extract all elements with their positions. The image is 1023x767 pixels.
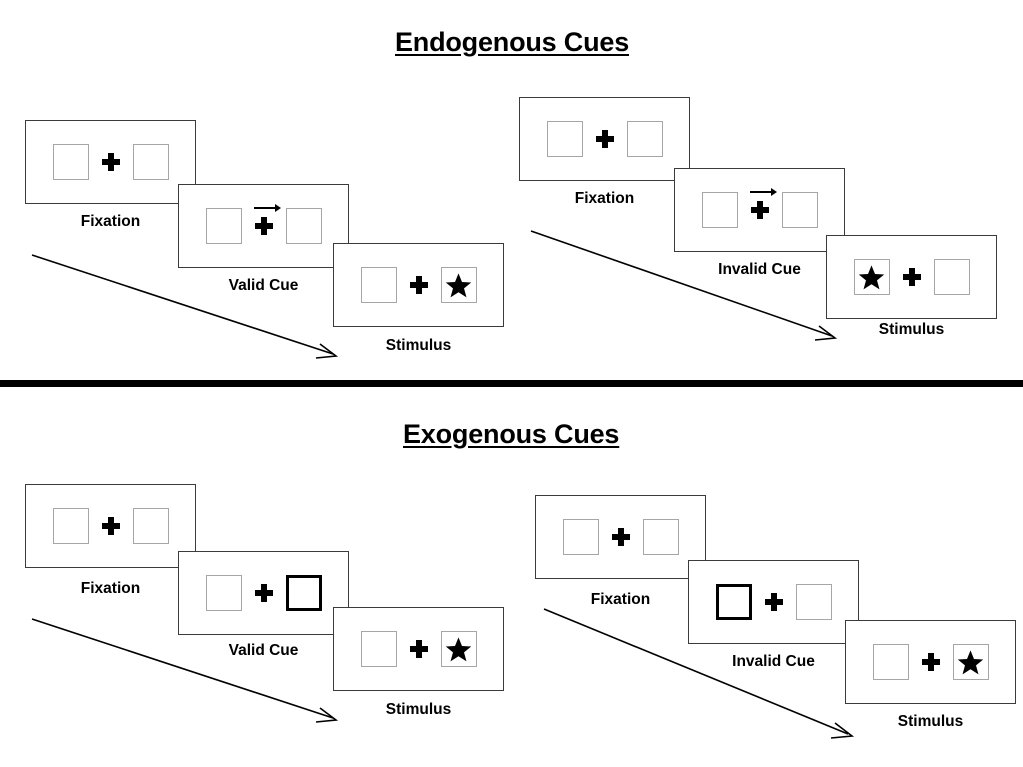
trial-frame-endogenous-valid-stimulus	[333, 243, 504, 327]
caption-endogenous-valid-stimulus: Stimulus	[385, 337, 452, 354]
right-placeholder-box	[781, 192, 818, 228]
fixation-cross-wrap	[611, 528, 630, 546]
flow-arrow-endogenous-invalid	[530, 230, 838, 341]
fixation-cross-wrap	[101, 517, 120, 535]
section-title-endogenous: Endogenous Cues	[395, 27, 630, 57]
caption-endogenous-invalid-cue: Invalid Cue	[718, 261, 801, 278]
trial-frame-endogenous-invalid-fixation	[519, 97, 690, 181]
left-cued-box	[715, 584, 752, 620]
fixation-cross-wrap	[921, 653, 940, 671]
fixation-cross-icon	[101, 517, 120, 535]
fixation-cross-wrap	[409, 640, 428, 658]
left-placeholder-box	[360, 631, 397, 667]
fixation-cross-wrap	[749, 188, 777, 219]
frame-contents	[334, 608, 503, 690]
flow-arrow-endogenous-valid	[31, 254, 339, 359]
right-placeholder-box	[795, 584, 832, 620]
fixation-cross-icon	[921, 653, 940, 671]
fixation-cross-icon	[611, 528, 630, 546]
right-target-box	[440, 267, 477, 303]
star-icon	[445, 272, 472, 297]
trial-frame-endogenous-invalid-stimulus	[826, 235, 997, 319]
caption-exogenous-valid-cue: Valid Cue	[228, 642, 299, 659]
fixation-cross-wrap	[101, 153, 120, 171]
arrow-right-cue-icon	[253, 204, 281, 212]
right-placeholder-box	[642, 519, 679, 555]
fixation-cross-icon	[254, 217, 273, 235]
fixation-cross-icon	[101, 153, 120, 171]
left-placeholder-box	[701, 192, 738, 228]
trial-frame-endogenous-valid-cue	[178, 184, 349, 268]
section-divider	[0, 380, 1023, 387]
frame-contents	[827, 236, 996, 318]
fixation-cross-icon	[902, 268, 921, 286]
left-placeholder-box	[205, 208, 242, 244]
frame-contents	[536, 496, 705, 578]
frame-contents	[689, 561, 858, 643]
right-cued-box	[285, 575, 322, 611]
star-icon	[858, 264, 885, 289]
right-target-box	[952, 644, 989, 680]
left-placeholder-box	[52, 508, 89, 544]
flow-arrow-exogenous-invalid	[543, 608, 855, 739]
right-target-box	[440, 631, 477, 667]
left-placeholder-box	[546, 121, 583, 157]
fixation-cross-icon	[409, 276, 428, 294]
arrow-right-cue-icon	[749, 188, 777, 196]
trial-frame-exogenous-invalid-fixation	[535, 495, 706, 579]
frame-contents	[675, 169, 844, 251]
trial-frame-exogenous-valid-cue	[178, 551, 349, 635]
right-placeholder-box	[132, 508, 169, 544]
caption-endogenous-invalid-fixation: Fixation	[574, 190, 635, 207]
frame-contents	[334, 244, 503, 326]
left-target-box	[853, 259, 890, 295]
fixation-cross-wrap	[253, 204, 281, 235]
caption-endogenous-invalid-stimulus: Stimulus	[878, 321, 945, 338]
frame-contents	[26, 121, 195, 203]
frame-contents	[179, 552, 348, 634]
frame-contents	[520, 98, 689, 180]
right-placeholder-box	[626, 121, 663, 157]
fixation-cross-icon	[750, 201, 769, 219]
fixation-cross-icon	[254, 584, 273, 602]
fixation-cross-wrap	[409, 276, 428, 294]
trial-frame-endogenous-valid-fixation	[25, 120, 196, 204]
left-placeholder-box	[205, 575, 242, 611]
fixation-cross-wrap	[595, 130, 614, 148]
flow-arrow-exogenous-valid	[31, 618, 339, 723]
fixation-cross-wrap	[254, 584, 273, 602]
right-placeholder-box	[933, 259, 970, 295]
star-icon	[445, 636, 472, 661]
caption-endogenous-valid-cue: Valid Cue	[228, 277, 299, 294]
frame-contents	[26, 485, 195, 567]
section-title-exogenous: Exogenous Cues	[403, 419, 620, 449]
frame-contents	[846, 621, 1015, 703]
trial-frame-exogenous-invalid-stimulus	[845, 620, 1016, 704]
caption-exogenous-invalid-fixation: Fixation	[590, 591, 651, 608]
right-placeholder-box	[132, 144, 169, 180]
fixation-cross-icon	[595, 130, 614, 148]
trial-frame-exogenous-valid-fixation	[25, 484, 196, 568]
caption-exogenous-valid-stimulus: Stimulus	[385, 701, 452, 718]
star-icon	[957, 649, 984, 674]
left-placeholder-box	[562, 519, 599, 555]
fixation-cross-wrap	[902, 268, 921, 286]
trial-frame-exogenous-invalid-cue	[688, 560, 859, 644]
right-placeholder-box	[285, 208, 322, 244]
fixation-cross-icon	[409, 640, 428, 658]
trial-frame-endogenous-invalid-cue	[674, 168, 845, 252]
frame-contents	[179, 185, 348, 267]
left-placeholder-box	[52, 144, 89, 180]
caption-exogenous-invalid-stimulus: Stimulus	[897, 713, 964, 730]
fixation-cross-icon	[764, 593, 783, 611]
caption-exogenous-valid-fixation: Fixation	[80, 580, 141, 597]
trial-frame-exogenous-valid-stimulus	[333, 607, 504, 691]
left-placeholder-box	[872, 644, 909, 680]
caption-exogenous-invalid-cue: Invalid Cue	[732, 653, 815, 670]
left-placeholder-box	[360, 267, 397, 303]
fixation-cross-wrap	[764, 593, 783, 611]
caption-endogenous-valid-fixation: Fixation	[80, 213, 141, 230]
